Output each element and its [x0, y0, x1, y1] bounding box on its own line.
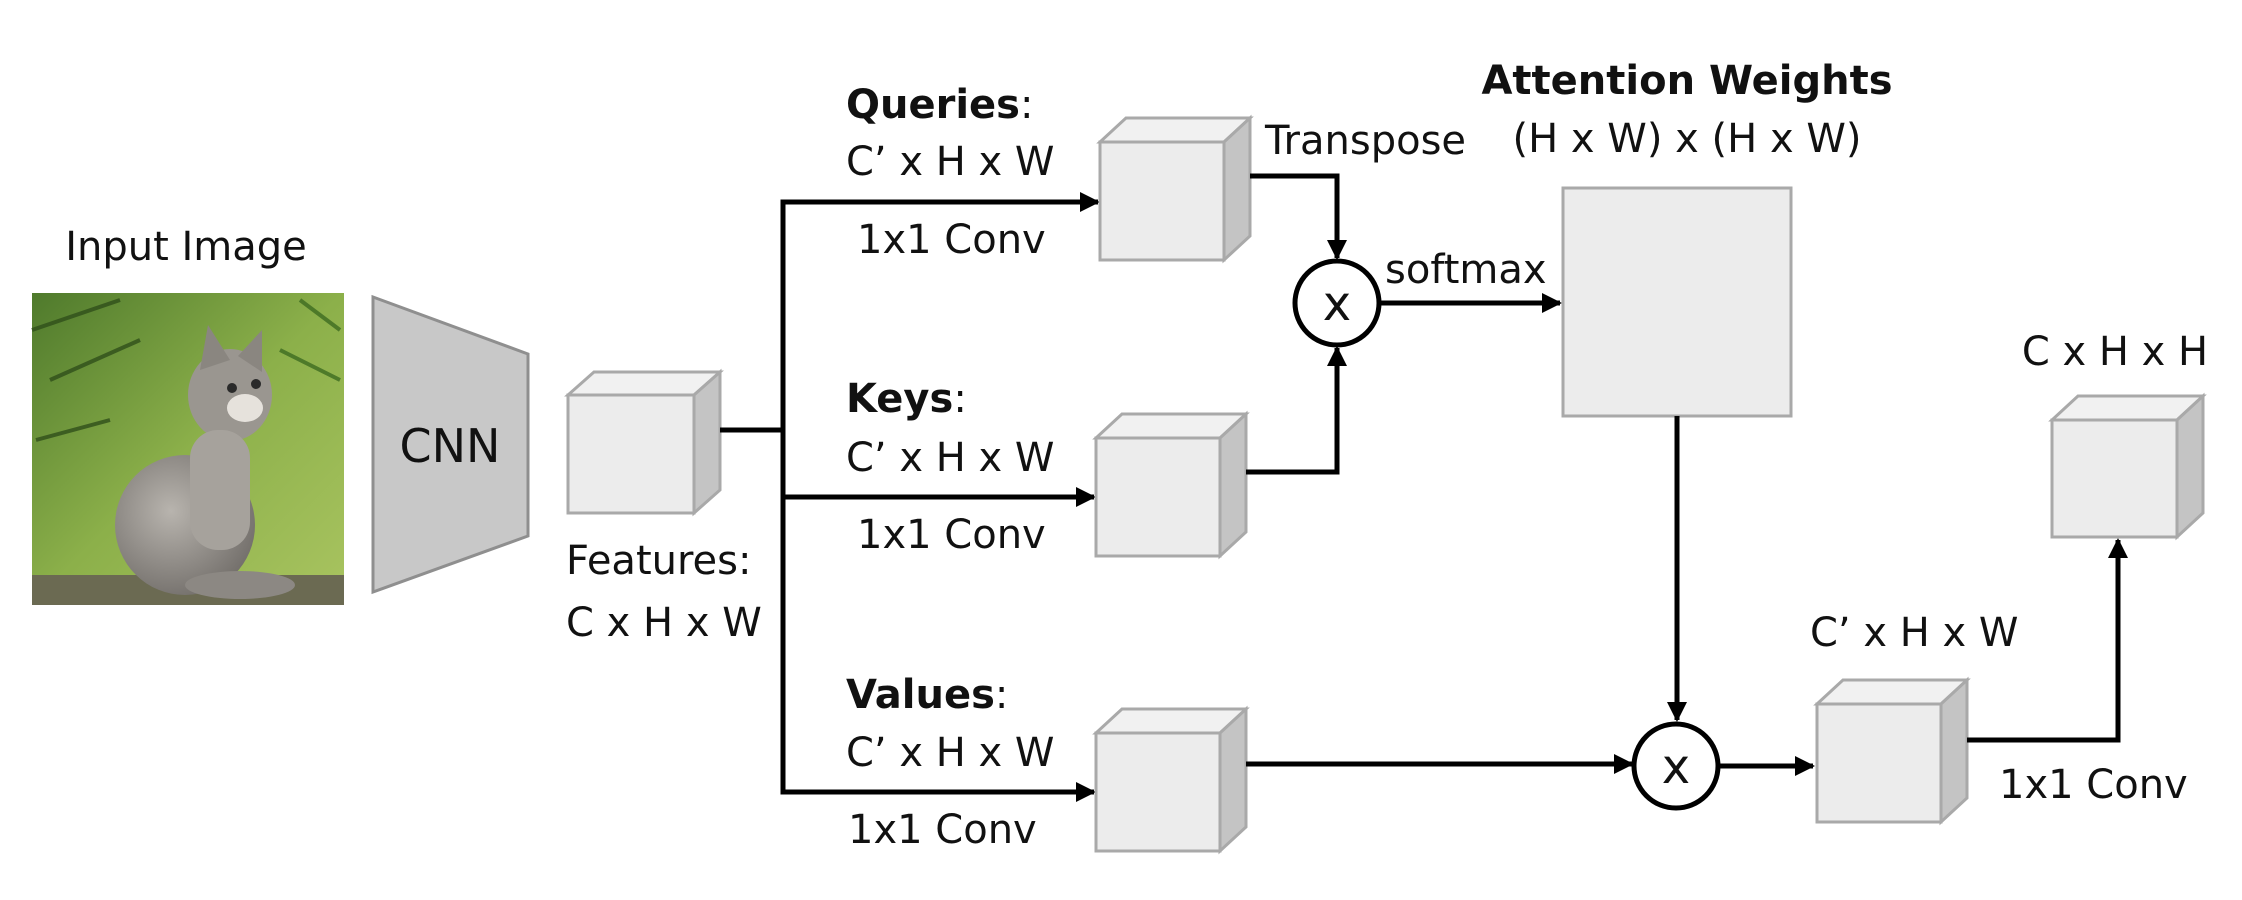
- queries-label: Queries:: [846, 82, 1033, 128]
- av-multiply-symbol: x: [1662, 739, 1690, 795]
- queries-conv-label: 1x1 Conv: [857, 217, 1046, 263]
- svg-text:Values:: Values:: [846, 672, 1008, 718]
- branch-edges: [720, 192, 1100, 802]
- keys-label: Keys:: [846, 376, 967, 422]
- values-conv-label: 1x1 Conv: [848, 807, 1037, 853]
- attention-weights-matrix: [1561, 186, 1793, 418]
- qk-multiply-symbol: x: [1323, 276, 1351, 332]
- attention-shape: (H x W) x (H x W): [1513, 116, 1862, 162]
- values-shape: C’ x H x W: [846, 730, 1054, 776]
- query-key-edges: [1246, 173, 1347, 475]
- values-colon: :: [995, 672, 1008, 718]
- output-shape: C x H x H: [2022, 329, 2208, 375]
- keys-conv-label: 1x1 Conv: [857, 512, 1046, 558]
- keys-colon: :: [953, 376, 966, 422]
- features-label: Features:: [566, 538, 751, 584]
- product-tensor-cube: [1813, 676, 1971, 826]
- cnn-label: CNN: [400, 419, 501, 473]
- keys-tensor-cube: [1092, 410, 1250, 560]
- values-label: Values:: [846, 672, 1008, 718]
- queries-tensor-cube: [1096, 114, 1254, 264]
- av-multiply-node: x: [1631, 721, 1721, 811]
- values-name: Values: [846, 672, 995, 718]
- output-conv-edge: [1967, 538, 2128, 743]
- pine-branches: [31, 298, 342, 442]
- output-conv-label: 1x1 Conv: [1999, 762, 2188, 808]
- qk-multiply-node: x: [1292, 258, 1382, 348]
- queries-colon: :: [1020, 82, 1033, 128]
- cnn-block: [371, 294, 530, 595]
- features-tensor-cube: [564, 368, 724, 517]
- keys-shape: C’ x H x W: [846, 435, 1054, 481]
- transpose-label: Transpose: [1264, 118, 1466, 164]
- input-image: [31, 293, 344, 605]
- kitten: [115, 325, 295, 599]
- svg-text:Keys:: Keys:: [846, 376, 967, 422]
- queries-name: Queries: [846, 82, 1020, 128]
- input-image-label: Input Image: [65, 224, 307, 270]
- output-tensor-cube: [2048, 392, 2207, 541]
- product-shape: C’ x H x W: [1810, 610, 2018, 656]
- softmax-label: softmax: [1385, 247, 1547, 293]
- attention-title: Attention Weights: [1481, 58, 1892, 104]
- queries-shape: C’ x H x W: [846, 139, 1054, 185]
- keys-name: Keys: [846, 376, 953, 422]
- features-shape: C x H x W: [566, 600, 762, 646]
- svg-text:Queries:: Queries:: [846, 82, 1033, 128]
- values-tensor-cube: [1092, 705, 1250, 855]
